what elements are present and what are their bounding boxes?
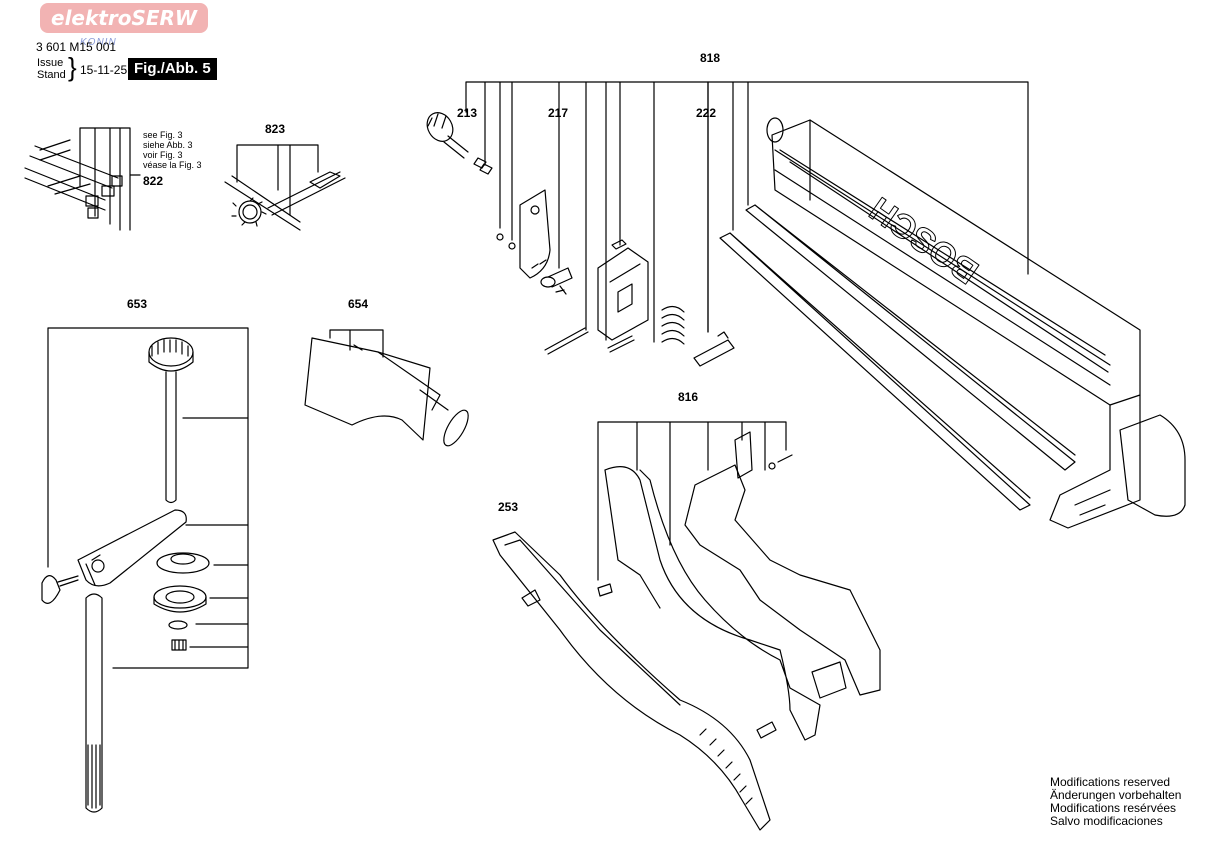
part-label-253: 253 [498,500,519,514]
part-number: 3 601 M15 001 [36,40,117,54]
cross-reference-note: see Fig. 3 siehe Abb. 3 voir Fig. 3 véas… [143,130,202,170]
watermark-logo: elektroSERW [40,3,208,33]
rip-fence-body [719,117,1186,529]
issue-label-de: Stand [37,69,66,81]
modifications-line: Änderungen vorbehalten [1050,788,1182,802]
part-label-217: 217 [548,106,569,120]
part-label-222: 222 [696,106,717,120]
part-label-823: 823 [265,122,286,136]
lock-knob-assembly [41,327,249,813]
cross-ref-line: voir Fig. 3 [143,150,183,160]
base-bracket-lines [597,421,787,581]
cross-ref-line: see Fig. 3 [143,130,183,140]
modifications-line: Salvo modificaciones [1050,814,1163,828]
part-label-816: 816 [678,390,699,404]
cross-ref-line: véase la Fig. 3 [143,160,202,170]
issue-label-en: Issue [37,57,64,69]
rail-clip-drawing [24,127,141,231]
part-label-213: 213 [457,106,478,120]
brand-mark: BOSCH [863,189,985,291]
watermark-sub: KONIN [80,37,117,48]
issue-labels: Issue Stand [37,57,66,81]
knob-spring-drawing [426,112,516,250]
modifications-line: Modifications reserved [1050,775,1171,789]
figure-label: Fig./Abb. 5 [128,58,217,80]
latch-plate-drawing [519,189,649,355]
cross-ref-line: siehe Abb. 3 [143,140,193,150]
support-arm-drawing [492,531,771,831]
modifications-line: Modifications resérvées [1050,801,1177,815]
part-label-822: 822 [143,174,164,188]
base-rail-drawing [597,431,881,741]
modifications-note: Modifications reserved Änderungen vorbeh… [1050,776,1181,828]
part-label-818: 818 [700,51,721,65]
part-label-653: 653 [127,297,148,311]
fence-bracket-lines [465,81,1029,343]
part-label-654: 654 [348,297,369,311]
spring-pin-drawing [661,81,735,367]
issue-brace: } [68,52,77,82]
fence-plate-drawing [304,329,469,447]
issue-date: 15-11-25 [80,63,128,77]
hex-key-drawing [224,144,346,231]
